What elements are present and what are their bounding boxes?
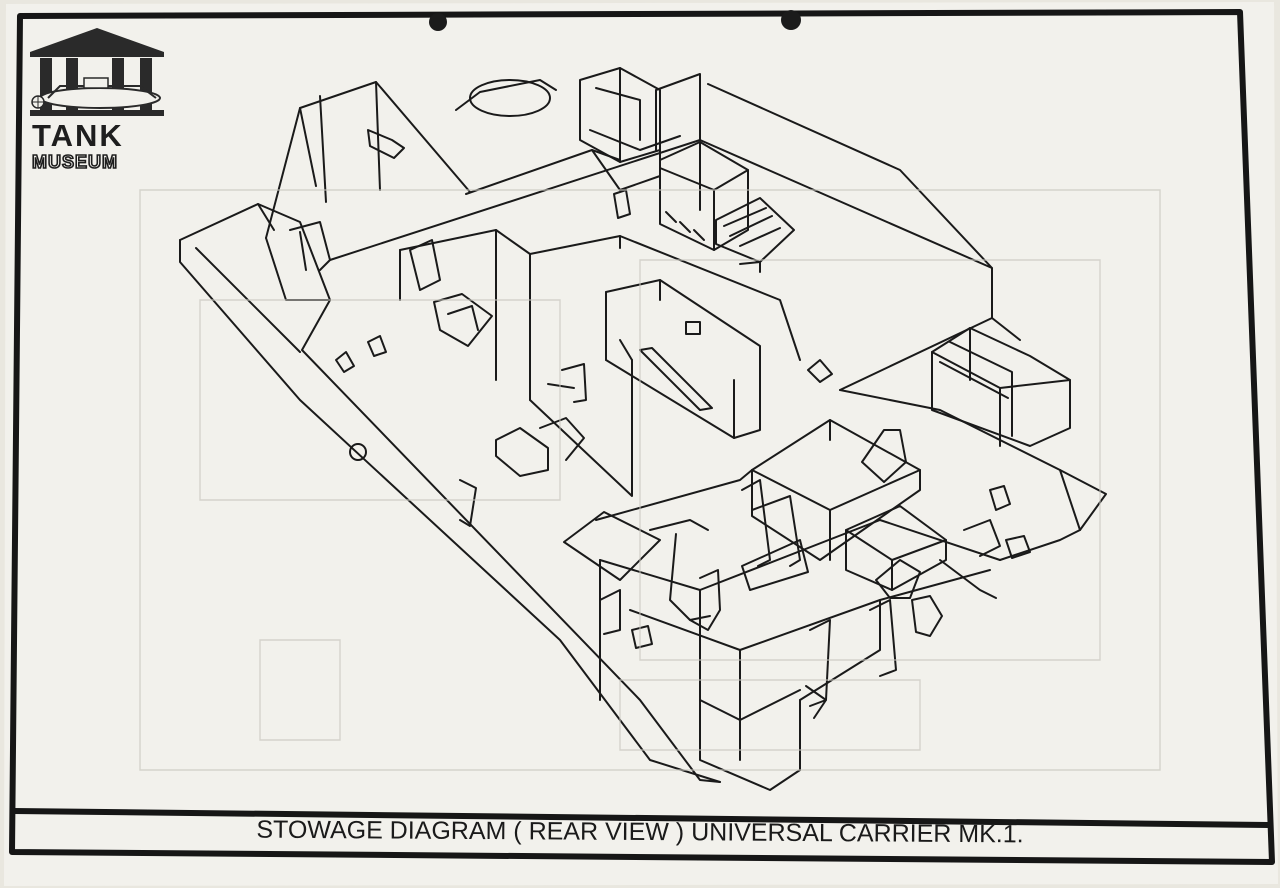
logo-museum-text: MUSEUM: [31, 151, 118, 173]
temple-with-tank-icon: [30, 28, 164, 116]
carrier-stowage-drawing: [179, 67, 1107, 791]
logo-tank-text: TANK: [32, 118, 124, 153]
diagram-caption: STOWAGE DIAGRAM ( REAR VIEW ) UNIVERSAL …: [256, 815, 1024, 849]
bleed-through-ghost: [139, 189, 1161, 771]
page-frame: [9, 9, 1275, 865]
punch-hole: [429, 13, 447, 31]
punch-hole: [781, 10, 801, 30]
